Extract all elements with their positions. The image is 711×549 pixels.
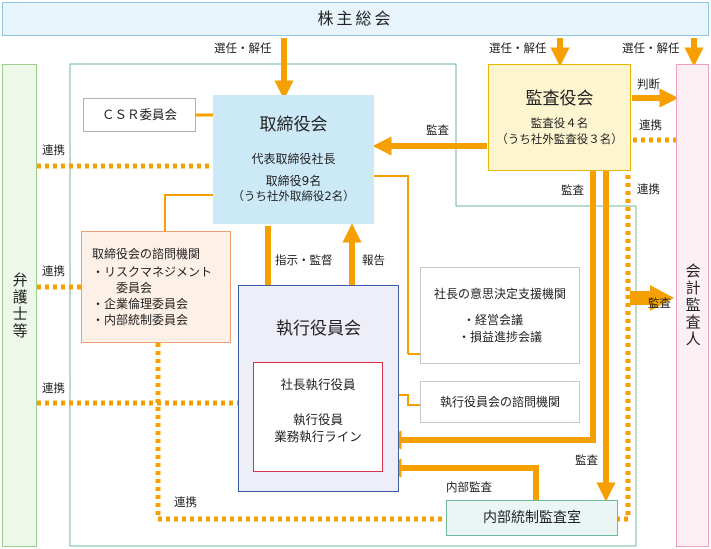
label-elect-board: 選任・解任 — [214, 41, 272, 55]
arrow-audit-exec — [382, 170, 596, 450]
exec-line-label1: 執行役員 — [292, 411, 343, 427]
line-board-support — [374, 175, 409, 354]
support-item1: ・経営会議 — [462, 313, 523, 328]
audit-board-line2: （うち社外監査役３名） — [496, 131, 623, 146]
dot-advisory-internal — [155, 343, 446, 522]
executive-line-box: 社長執行役員 執行役員 業務執行ライン — [253, 362, 383, 472]
label-audit-auditor-exec: 監査 — [561, 183, 584, 197]
accounting-auditor-label: 会計監査人 — [683, 263, 702, 348]
csr-committee: ＣＳＲ委員会 — [83, 98, 196, 132]
president-support-bodies: 社長の意思決定支援機関 ・経営会議 ・損益進捗会議 — [420, 267, 580, 364]
lawyers-label: 弁護士等 — [10, 271, 29, 340]
label-elect-auditors: 選任・解任 — [489, 41, 547, 55]
label-elect-acct: 選任・解任 — [622, 41, 680, 55]
advisory-title: 取締役会の諮問機関 — [92, 246, 201, 261]
board-line1: 代表取締役社長 — [251, 152, 336, 167]
exec-advisory-label: 執行役員会の諮問機関 — [439, 394, 560, 409]
shareholders-label: 株主総会 — [317, 9, 394, 29]
label-internal-audit: 内部監査 — [446, 480, 492, 494]
csr-label: ＣＳＲ委員会 — [101, 106, 177, 122]
arrow-audit-acct — [630, 285, 674, 311]
label-audit-acct: 監査 — [648, 296, 671, 310]
advisory-item1b: 委員会 — [116, 280, 153, 295]
accounting-auditor: 会計監査人 — [676, 64, 709, 547]
board-advisory-bodies: 取締役会の諮問機関 ・リスクマネジメント 委員会 ・企業倫理委員会 ・内部統制委… — [81, 231, 231, 343]
advisory-item2: ・企業倫理委員会 — [92, 297, 189, 312]
label-audit-lower: 監査 — [575, 453, 598, 467]
label-instruct: 指示・監督 — [275, 253, 333, 267]
label-coop-lawyer1: 連携 — [42, 143, 65, 157]
board-of-directors: 取締役会 代表取締役社長 取締役9名 （うち社外取締役2名） — [213, 95, 374, 224]
line-board-advisory — [164, 194, 213, 231]
label-coop-lawyer3: 連携 — [42, 381, 65, 395]
company-boundary — [69, 63, 637, 547]
lawyers: 弁護士等 — [2, 64, 37, 547]
president-exec-label: 社長執行役員 — [280, 377, 356, 392]
internal-audit-label: 内部統制監査室 — [483, 509, 581, 526]
label-coop-auditor: 連携 — [639, 118, 662, 132]
exec-advisory-body: 執行役員会の諮問機関 — [420, 381, 580, 423]
shareholders-meeting: 株主総会 — [2, 2, 709, 36]
support-item2: ・損益進捗会議 — [457, 329, 542, 344]
advisory-item1a: ・リスクマネジメント — [92, 264, 213, 279]
dot-acct-internal — [618, 175, 631, 522]
label-coop-bottom: 連携 — [174, 495, 197, 509]
audit-board: 監査役会 監査役４名 （うち社外監査役３名） — [488, 64, 631, 171]
board-line2: 取締役9名 — [265, 174, 322, 189]
exec-line-label2: 業務執行ライン — [274, 428, 362, 444]
label-audit-board: 監査 — [426, 123, 449, 137]
audit-board-line1: 監査役４名 — [530, 116, 589, 131]
arrow-internal-audit — [382, 458, 539, 500]
label-coop-acct: 連携 — [637, 182, 660, 196]
label-judgment: 判断 — [637, 77, 660, 91]
board-line3: （うち社外取締役2名） — [232, 189, 355, 204]
board-title: 取締役会 — [259, 115, 328, 136]
label-coop-lawyer2: 連携 — [42, 264, 65, 278]
support-title: 社長の意思決定支援機関 — [433, 287, 566, 302]
label-report: 報告 — [362, 253, 385, 267]
advisory-item3: ・内部統制委員会 — [92, 313, 189, 328]
internal-audit-office: 内部統制監査室 — [446, 500, 618, 536]
audit-board-title: 監査役会 — [525, 88, 594, 109]
exec-committee-title: 執行役員会 — [276, 319, 361, 339]
